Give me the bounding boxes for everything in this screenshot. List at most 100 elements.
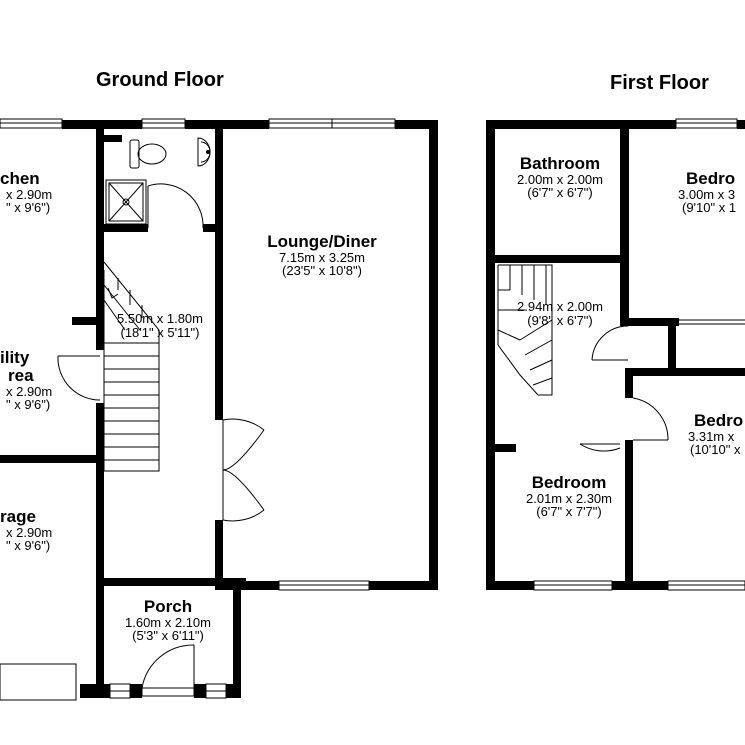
door <box>141 644 195 697</box>
room-label-hall: 5.50m x 1.80m (18'1" x 5'11") <box>100 312 220 339</box>
wall <box>226 684 241 698</box>
wall <box>96 403 104 593</box>
door <box>591 325 629 361</box>
room-label-utility: ility rea x 2.90m " x 9'6") <box>0 349 70 412</box>
wall <box>104 135 122 142</box>
room-metric: 2.01m x 2.30m <box>526 490 612 506</box>
wall <box>625 440 633 590</box>
room-metric: x 2.90m <box>6 383 53 399</box>
room-imperial: (5'3" x 6'11") <box>132 628 204 644</box>
wall <box>395 120 438 129</box>
wall <box>625 368 745 376</box>
room-imperial: (23'5" x 10'8") <box>282 263 362 279</box>
room-label-bedroom-2: Bedro 3.31m x (10'10" x <box>688 412 745 457</box>
room-metric: 2.94m x 2.00m <box>517 299 603 314</box>
wall <box>737 120 745 129</box>
room-metric: 7.15m x 3.25m <box>279 249 365 265</box>
room-label-kitchen: chen x 2.90m " x 9'6") <box>0 170 70 215</box>
wall <box>486 120 676 129</box>
wall <box>620 120 629 326</box>
room-imperial: " x 9'6") <box>6 397 51 413</box>
room-label-bedroom-1: Bedro 3.00m x 3 (9'10" x 1 <box>678 170 745 215</box>
garage-door <box>0 663 77 701</box>
wall <box>96 578 246 586</box>
room-name-line2: rea <box>8 365 34 385</box>
wall <box>215 520 223 590</box>
wall <box>96 224 148 232</box>
room-metric: x 2.90m <box>6 524 53 540</box>
room-imperial: (10'10" x <box>690 442 741 458</box>
window <box>533 580 745 591</box>
shower <box>105 179 147 225</box>
wall <box>486 120 495 590</box>
room-metric: 2.00m x 2.00m <box>517 171 603 187</box>
wall <box>486 255 629 263</box>
wall <box>625 368 633 398</box>
first-floor-title: First Floor <box>610 72 709 94</box>
wall <box>233 578 241 698</box>
room-label-lounge: Lounge/Diner 7.15m x 3.25m (23'5" x 10'8… <box>247 233 397 278</box>
door <box>222 418 265 522</box>
room-metric: 3.31m x <box>688 428 735 444</box>
door <box>147 183 204 229</box>
toilet <box>129 139 167 169</box>
wall <box>429 120 438 590</box>
room-name: Lounge/Diner <box>267 232 377 251</box>
door <box>632 397 669 441</box>
window <box>0 118 396 129</box>
door <box>579 443 621 452</box>
room-imperial: (9'8" x 6'7") <box>527 312 593 328</box>
wall <box>486 444 516 452</box>
wall <box>612 581 668 590</box>
room-name: Bedro <box>694 412 744 430</box>
wall <box>668 318 676 368</box>
room-imperial: (9'10" x 1 <box>682 200 737 216</box>
ground-floor-title: Ground Floor <box>96 69 224 91</box>
room-label-landing: 2.94m x 2.00m (9'8" x 6'7") <box>500 300 620 327</box>
room-name: Porch <box>143 597 193 616</box>
wall <box>130 684 142 698</box>
wall <box>96 120 104 350</box>
first-floor-plan <box>486 118 745 591</box>
wall <box>194 684 206 698</box>
room-imperial: (6'7" x 7'7") <box>536 504 602 520</box>
wall <box>215 120 223 420</box>
room-metric: x 2.90m <box>6 186 53 202</box>
room-name: chen <box>0 169 40 188</box>
wall <box>0 455 100 463</box>
room-name: Bathroom <box>519 154 601 173</box>
room-metric: 3.00m x 3 <box>678 186 736 202</box>
room-imperial: (6'7" x 6'7") <box>527 185 593 201</box>
wall <box>203 224 223 232</box>
room-imperial: (18'1" x 5'11") <box>120 324 200 340</box>
wall <box>96 578 104 698</box>
wall <box>369 581 438 590</box>
wall <box>629 318 679 326</box>
room-imperial: " x 9'6") <box>6 538 51 554</box>
room-label-porch: Porch 1.60m x 2.10m (5'3" x 6'11") <box>108 598 228 643</box>
door <box>57 355 101 401</box>
room-label-bathroom: Bathroom 2.00m x 2.00m (6'7" x 6'7") <box>500 155 620 200</box>
wall <box>80 684 110 698</box>
room-imperial: " x 9'6") <box>6 200 51 216</box>
staircase <box>103 261 160 472</box>
room-metric: 1.60m x 2.10m <box>125 614 211 630</box>
window <box>109 683 227 699</box>
wall <box>486 581 534 590</box>
window <box>278 580 370 591</box>
room-name: rage <box>0 507 36 526</box>
room-name: Bedro <box>686 170 736 188</box>
window <box>675 118 738 129</box>
room-label-garage: rage x 2.90m " x 9'6") <box>0 508 70 553</box>
room-metric: 5.50m x 1.80m <box>117 311 203 326</box>
room-name: Bedroom <box>531 473 607 492</box>
ground-floor-plan <box>0 118 438 701</box>
window <box>676 319 745 325</box>
room-label-bedroom-3: Bedroom 2.01m x 2.30m (6'7" x 7'7") <box>509 474 629 519</box>
wall <box>222 581 279 590</box>
room-name: ility <box>0 348 30 367</box>
wall <box>185 120 269 129</box>
staircase <box>497 264 553 396</box>
wall <box>72 317 100 325</box>
